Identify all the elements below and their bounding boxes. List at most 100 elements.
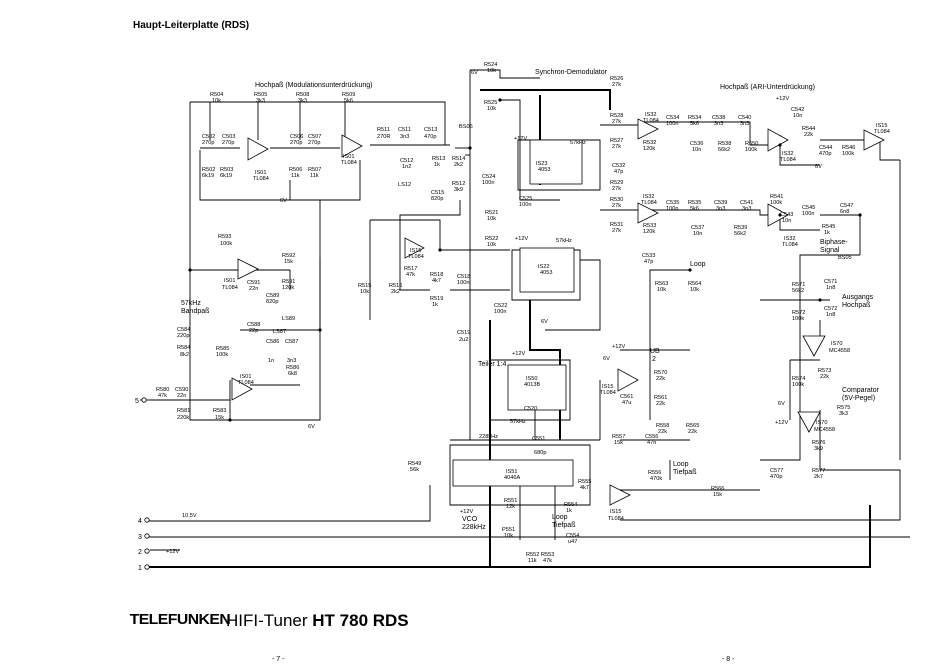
part-c513: C513 — [424, 127, 437, 133]
part-c561-value: 47u — [622, 400, 631, 406]
part-r574-value: 100k — [792, 382, 804, 388]
ic-is15-d-type: TL084 — [608, 516, 624, 522]
part-c533: C533 — [642, 253, 655, 259]
part-r550-value: 100k — [745, 147, 757, 153]
part-c590: C590 — [175, 387, 188, 393]
part-r566-value: 15k — [713, 492, 722, 498]
part-c540: C540 — [738, 115, 751, 121]
part-p551: P551 — [502, 527, 515, 533]
part-c502: C502 — [202, 134, 215, 140]
part-c534: C534 — [666, 115, 679, 121]
part-c540-value: 3n3 — [740, 121, 749, 127]
part-c503-value: 270p — [222, 140, 234, 146]
part-r576-value: 3k9 — [814, 446, 823, 452]
ic-is32-c: IS32 — [782, 151, 794, 157]
part-c587: C587 — [285, 339, 298, 345]
ic-is01-b: IS01 — [343, 154, 355, 160]
opamp-is32-c — [767, 128, 789, 152]
part-r544: R544 — [802, 126, 815, 132]
model-prefix: HIFI-Tuner — [226, 611, 313, 630]
part-r538: R538 — [718, 141, 731, 147]
part-r565-value: 22k — [688, 429, 697, 435]
supply-6v-g: 6V — [778, 401, 785, 407]
part-c520: C520 — [524, 406, 537, 412]
part-c551: C551 — [532, 436, 545, 442]
part-r566: R566 — [711, 486, 724, 492]
part-r522: R522 — [485, 236, 498, 242]
ic-is32-c-type: TL084 — [780, 157, 796, 163]
part-r592-value: 15k — [284, 259, 293, 265]
ic-is01-a-type: TL084 — [253, 176, 269, 182]
opamp-is01-b — [341, 134, 363, 158]
part-r535-value: 5k6 — [690, 206, 699, 212]
part-c532: C532 — [612, 163, 625, 169]
part-r526: R526 — [610, 76, 623, 82]
supply-12v-a: +12V — [514, 136, 527, 142]
part-ls87: LS87 — [273, 329, 286, 335]
connector-pin-4: 4 — [138, 518, 142, 525]
part-c589: C589 — [266, 293, 279, 299]
part-c586-value: 1n — [268, 358, 274, 364]
part-r573-value: 22k — [820, 374, 829, 380]
part-c535: C535 — [666, 200, 679, 206]
part-r555: R555 — [578, 479, 591, 485]
part-r577: R577 — [812, 468, 825, 474]
part-r513-value: 1k — [434, 162, 440, 168]
part-c589-value: 820p — [266, 299, 278, 305]
part-r518-value: 4k7 — [432, 278, 441, 284]
part-r554: R554 — [564, 502, 577, 508]
connector-pin-1: 1 — [138, 565, 142, 572]
ic-is51: IS51 — [506, 469, 518, 475]
part-r586-value: 6k8 — [288, 371, 297, 377]
signal-57khz-top: 57kHz — [570, 140, 586, 146]
part-r592: R592 — [282, 253, 295, 259]
opamp-is15-a — [404, 237, 425, 259]
part-c554-value: u47 — [568, 539, 577, 545]
part-c512-value: 1n2 — [402, 164, 411, 170]
part-c543: C543 — [780, 212, 793, 218]
part-r593-value: 100k — [220, 241, 232, 247]
block-loop-tp2-2: Tiefpaß — [552, 522, 575, 529]
part-r576: R576 — [812, 440, 825, 446]
testpoint-bs06: BS06 — [459, 124, 473, 130]
connector-pin-2-label: +12V — [166, 549, 179, 555]
part-c588: C588 — [247, 322, 260, 328]
part-r509: R509 — [342, 92, 355, 98]
part-r546: R546 — [842, 145, 855, 151]
ic-is32-a: IS32 — [645, 112, 657, 118]
part-c535-value: 100n — [666, 206, 678, 212]
part-c524: C524 — [482, 174, 495, 180]
part-r534: R534 — [688, 115, 701, 121]
part-r511-value: 270R — [377, 134, 390, 140]
block-loop: Loop — [690, 261, 706, 268]
block-biphase-2: Signal — [820, 247, 840, 254]
signal-228khz: 228kHz — [479, 434, 498, 440]
part-r545: R545 — [822, 224, 835, 230]
part-r503: R503 — [220, 167, 233, 173]
part-r507: R507 — [308, 167, 321, 173]
part-r538-value: 56k2 — [718, 147, 730, 153]
part-r539: R539 — [734, 225, 747, 231]
part-c577: C577 — [770, 468, 783, 474]
part-r524: R524 — [484, 62, 497, 68]
part-r581-value: 220k — [177, 415, 189, 421]
part-r557: R557 — [612, 434, 625, 440]
part-c522-value: 100n — [494, 309, 506, 315]
connector-pin-5: 5 — [135, 398, 139, 405]
part-r516-value: 2k2 — [391, 289, 400, 295]
part-c506: C506 — [290, 134, 303, 140]
part-r541: R541 — [770, 194, 783, 200]
part-c539-value: 3n3 — [716, 206, 725, 212]
opamp-is15-b — [863, 129, 885, 151]
part-r502: R502 — [202, 167, 215, 173]
ic-is22-box — [519, 247, 575, 293]
part-r546-value: 100k — [842, 151, 854, 157]
part-r572: R572 — [792, 310, 805, 316]
part-r531-value: 27k — [612, 228, 621, 234]
ic-is01-a: IS01 — [255, 170, 267, 176]
ic-is15-d: IS15 — [610, 509, 622, 515]
part-r584-value: 8k2 — [180, 352, 189, 358]
part-c538: C538 — [712, 115, 725, 121]
wiring — [140, 69, 910, 568]
part-r575-value: 3k3 — [839, 411, 848, 417]
